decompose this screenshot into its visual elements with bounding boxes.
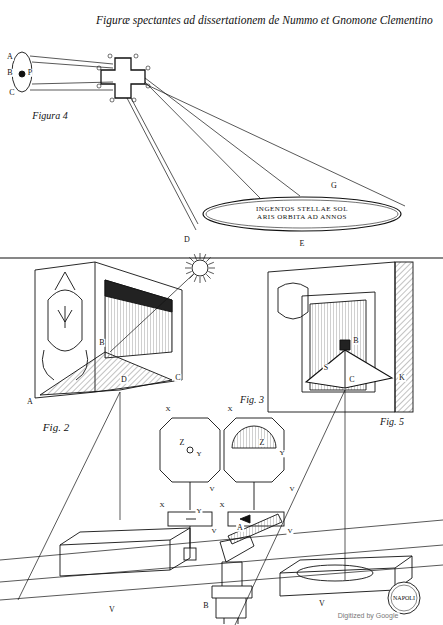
letter-label: X bbox=[158, 502, 165, 509]
sun-ray bbox=[186, 262, 192, 264]
letter-label: S bbox=[323, 364, 329, 372]
letter-label: V bbox=[210, 528, 217, 535]
sun-ray bbox=[206, 274, 210, 278]
sun-ray bbox=[200, 253, 201, 259]
sun-ray bbox=[206, 257, 210, 261]
cross bbox=[101, 58, 145, 98]
plate-title: Figuræ spectantes ad dissertationem de N… bbox=[96, 14, 433, 26]
letter-label: V bbox=[108, 606, 116, 614]
sun-ray bbox=[209, 268, 215, 269]
sun bbox=[192, 260, 208, 276]
sun-ray bbox=[185, 268, 191, 269]
letter-label: C bbox=[8, 89, 15, 97]
letter-label: X bbox=[218, 502, 225, 509]
library-stamp: NAPOLI bbox=[387, 581, 421, 615]
sun-ray bbox=[189, 274, 193, 278]
letter-label: A bbox=[6, 53, 14, 61]
sun-ray bbox=[203, 254, 205, 260]
letter-label: D bbox=[120, 376, 128, 384]
letter-label: Y bbox=[195, 451, 202, 458]
letter-label: V bbox=[288, 486, 295, 493]
sun-ray bbox=[194, 276, 196, 282]
letter-label: C bbox=[174, 374, 181, 382]
octagon-plate bbox=[224, 418, 284, 482]
letter-label: C bbox=[348, 376, 355, 384]
floor-block bbox=[60, 540, 170, 576]
floor-triangle bbox=[40, 352, 172, 395]
letter-label: Y bbox=[195, 508, 202, 515]
sun-ray bbox=[194, 254, 196, 260]
stamp-text: NAPOLI bbox=[393, 595, 415, 602]
sun-ray bbox=[208, 271, 214, 273]
sun-ray bbox=[208, 262, 214, 264]
letter-label: B bbox=[352, 337, 359, 345]
letter-label: Z bbox=[259, 439, 266, 447]
wall-panel bbox=[268, 262, 395, 412]
figure-caption: Figura 4 bbox=[31, 111, 68, 122]
letter-label: K bbox=[398, 374, 406, 382]
floor-triangle bbox=[306, 350, 392, 388]
figure-caption: Fig. 3 bbox=[239, 395, 265, 406]
letter-label: B bbox=[202, 602, 209, 610]
letter-label: V bbox=[208, 486, 215, 493]
sun-ray bbox=[189, 257, 193, 261]
letter-label: B bbox=[6, 69, 13, 77]
figure-caption: Fig. 2 bbox=[42, 422, 70, 434]
octagon-plate bbox=[160, 418, 220, 482]
letter-label: D bbox=[183, 236, 191, 244]
plate-edge bbox=[168, 512, 212, 526]
sun-ray bbox=[203, 276, 205, 282]
inscription: ARIS ORBITA AD ANNOS bbox=[257, 214, 347, 222]
letter-label: A bbox=[236, 524, 244, 532]
letter-label: Z bbox=[179, 439, 186, 447]
letter-label: G bbox=[330, 182, 338, 190]
letter-label: V bbox=[286, 528, 293, 535]
letter-label: A bbox=[26, 398, 34, 406]
inscription: INGENTOS STELLAE SOL bbox=[256, 206, 348, 214]
letter-label: V bbox=[318, 600, 326, 608]
figure-caption: Fig. 5 bbox=[379, 417, 405, 428]
letter-label: P bbox=[27, 69, 33, 77]
coat-of-arms bbox=[48, 290, 82, 351]
letter-label: E bbox=[299, 240, 306, 248]
inscribed-ellipse: INGENTOS STELLAE SOLARIS ORBITA AD ANNOS bbox=[202, 196, 402, 232]
letter-label: Y bbox=[278, 450, 285, 457]
watermark: Digitized by Google bbox=[337, 612, 400, 619]
letter-label: B bbox=[98, 339, 105, 347]
letter-label: X bbox=[226, 406, 233, 413]
sun-ray bbox=[200, 277, 201, 283]
letter-label: X bbox=[164, 406, 171, 413]
sun-ray bbox=[186, 271, 192, 273]
stand bbox=[212, 536, 254, 598]
